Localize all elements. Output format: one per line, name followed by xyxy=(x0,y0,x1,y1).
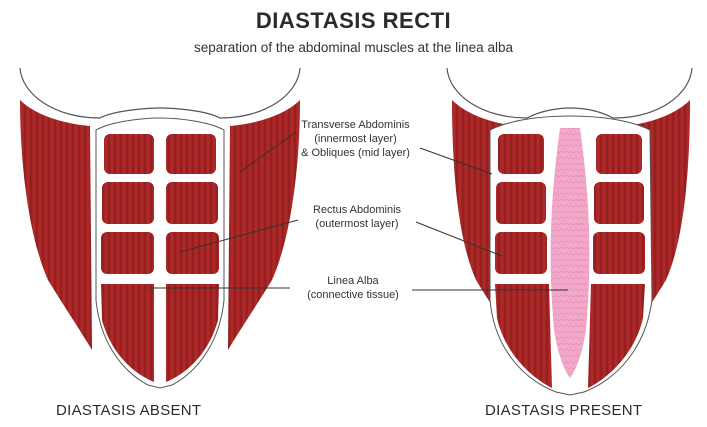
caption-diastasis-absent: DIASTASIS ABSENT xyxy=(56,402,201,419)
label-linea-line1: Linea Alba xyxy=(292,274,414,288)
label-transverse-line1: Transverse Abdominis xyxy=(288,118,423,132)
label-rectus-line1: Rectus Abdominis xyxy=(298,203,416,217)
linea-alba-separated xyxy=(551,128,590,378)
label-rectus-line2: (outermost layer) xyxy=(298,217,416,231)
label-transverse-abdominis: Transverse Abdominis (innermost layer) &… xyxy=(288,118,423,160)
oblique-left-left xyxy=(20,100,92,350)
label-rectus-abdominis: Rectus Abdominis (outermost layer) xyxy=(298,203,416,231)
torso-diastasis-present xyxy=(447,68,692,395)
label-linea-line2: (connective tissue) xyxy=(292,288,414,302)
ribcage-outline-right xyxy=(447,68,692,118)
torso-diastasis-absent xyxy=(20,68,300,388)
label-transverse-line2: (innermost layer) xyxy=(288,132,423,146)
ribcage-outline-left xyxy=(20,68,300,118)
caption-diastasis-present: DIASTASIS PRESENT xyxy=(485,402,642,419)
label-transverse-line3: & Obliques (mid layer) xyxy=(288,146,423,160)
label-linea-alba: Linea Alba (connective tissue) xyxy=(292,274,414,302)
